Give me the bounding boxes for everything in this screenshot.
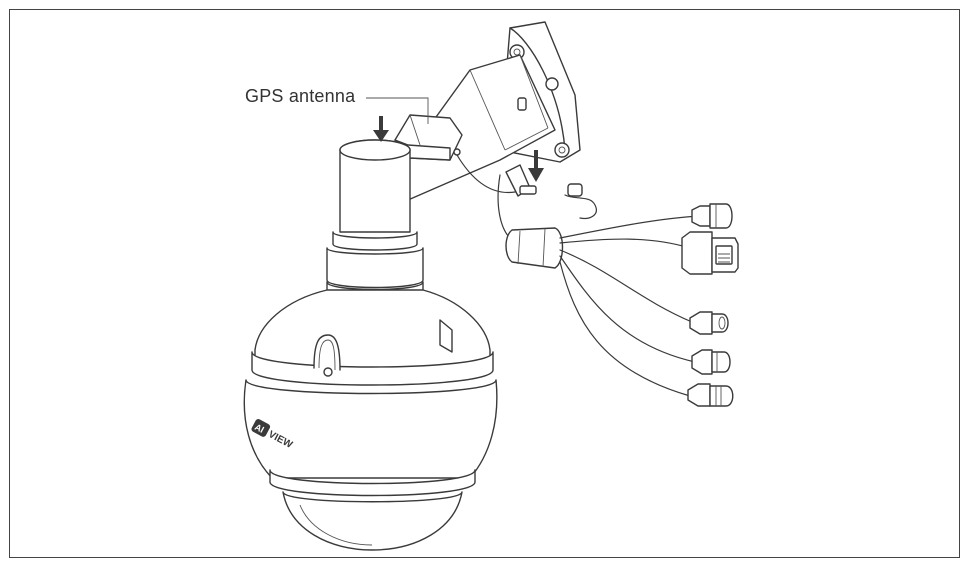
callout-leader-line bbox=[366, 97, 429, 124]
alarm-connector bbox=[687, 383, 734, 407]
svg-text:AI: AI bbox=[253, 422, 266, 435]
gps-antenna-label: GPS antenna bbox=[245, 86, 356, 106]
down-arrow-icon bbox=[528, 150, 544, 182]
power-connector bbox=[691, 203, 733, 229]
connector-cap bbox=[564, 183, 597, 220]
cable-bundle bbox=[497, 174, 701, 397]
camera-dome bbox=[243, 289, 498, 551]
down-arrow-icon bbox=[373, 116, 389, 142]
gps-connector bbox=[505, 164, 537, 197]
ethernet-connector bbox=[681, 231, 739, 275]
audio-connector bbox=[691, 349, 731, 375]
wall-mount-bracket bbox=[404, 21, 581, 201]
camera-neck bbox=[326, 139, 424, 305]
bnc-connector bbox=[689, 311, 729, 335]
